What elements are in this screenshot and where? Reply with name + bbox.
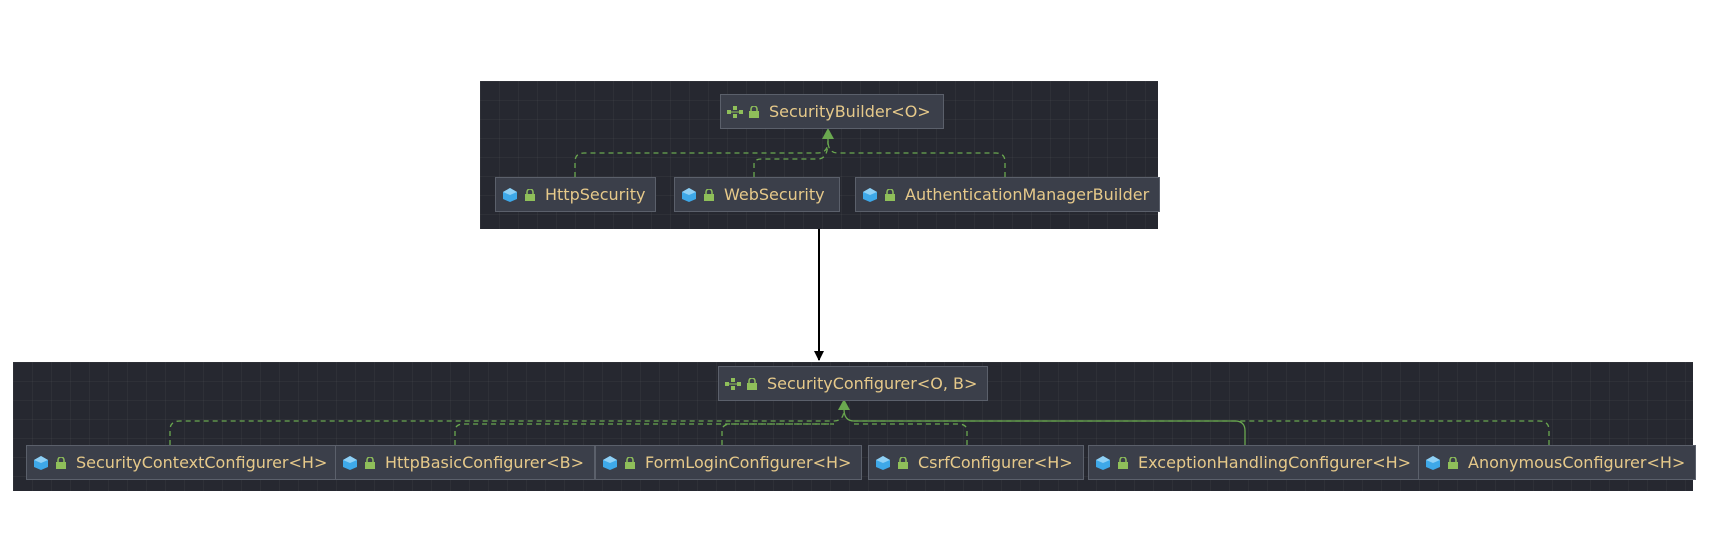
interface-label: SecurityBuilder<O> bbox=[769, 102, 931, 121]
interface-label: SecurityConfigurer<O, B> bbox=[767, 374, 978, 393]
lock-icon bbox=[525, 188, 535, 201]
class-node-httpbasicconfigurer[interactable]: HttpBasicConfigurer<B> bbox=[335, 445, 596, 480]
edge-csrfconfigurer bbox=[854, 423, 968, 445]
class-label: WebSecurity bbox=[724, 185, 825, 204]
class-label: CsrfConfigurer<H> bbox=[918, 453, 1073, 472]
class-node-formloginconfigurer[interactable]: FormLoginConfigurer<H> bbox=[595, 445, 863, 480]
top-inheritance-edges bbox=[574, 128, 1006, 177]
class-node-websecurity[interactable]: WebSecurity bbox=[674, 177, 840, 212]
class-label: AnonymousConfigurer<H> bbox=[1468, 453, 1686, 472]
interface-hierarchy-icon bbox=[725, 377, 741, 390]
lock-icon bbox=[749, 105, 759, 118]
lock-icon bbox=[1118, 456, 1128, 469]
interface-node-securityconfigurer[interactable]: SecurityConfigurer<O, B> bbox=[718, 366, 989, 401]
lock-icon bbox=[898, 456, 908, 469]
interface-hierarchy-icon bbox=[727, 105, 743, 118]
class-node-httpsecurity[interactable]: HttpSecurity bbox=[495, 177, 657, 212]
lock-icon bbox=[747, 377, 757, 390]
class-label: FormLoginConfigurer<H> bbox=[645, 453, 852, 472]
lock-icon bbox=[704, 188, 714, 201]
class-label: SecurityContextConfigurer<H> bbox=[76, 453, 328, 472]
lock-icon bbox=[885, 188, 895, 201]
edge-authmanagerbuilder bbox=[827, 140, 1006, 177]
edge-httpsecurity bbox=[574, 132, 829, 177]
class-label: ExceptionHandlingConfigurer<H> bbox=[1138, 453, 1412, 472]
class-label: AuthenticationManagerBuilder bbox=[905, 185, 1150, 204]
class-cube-icon bbox=[863, 187, 877, 202]
class-node-securitycontextconfigurer[interactable]: SecurityContextConfigurer<H> bbox=[26, 445, 339, 480]
class-label: HttpSecurity bbox=[545, 185, 646, 204]
class-cube-icon bbox=[34, 455, 48, 470]
class-node-authenticationmanagerbuilder[interactable]: AuthenticationManagerBuilder bbox=[855, 177, 1161, 212]
interface-node-securitybuilder[interactable]: SecurityBuilder<O> bbox=[720, 94, 944, 129]
edge-exceptionhandlingconfigurer bbox=[843, 408, 1246, 445]
edge-formloginconfigurer bbox=[721, 423, 834, 445]
class-cube-icon bbox=[876, 455, 890, 470]
class-cube-icon bbox=[1096, 455, 1110, 470]
class-node-anonymousconfigurer[interactable]: AnonymousConfigurer<H> bbox=[1418, 445, 1697, 480]
top-inheritance-arrowhead bbox=[822, 128, 834, 139]
class-node-exceptionhandlingconfigurer[interactable]: ExceptionHandlingConfigurer<H> bbox=[1088, 445, 1423, 480]
edge-anonymousconfigurer bbox=[854, 420, 1550, 445]
edge-httpbasicconfigurer bbox=[454, 423, 834, 445]
bottom-inheritance-arrowhead bbox=[838, 399, 850, 410]
bottom-inheritance-edges bbox=[169, 399, 1550, 445]
class-cube-icon bbox=[682, 187, 696, 202]
class-cube-icon bbox=[503, 187, 517, 202]
class-cube-icon bbox=[343, 455, 357, 470]
class-cube-icon bbox=[1426, 455, 1440, 470]
edge-websecurity bbox=[753, 140, 829, 177]
lock-icon bbox=[56, 456, 66, 469]
lock-icon bbox=[365, 456, 375, 469]
class-cube-icon bbox=[603, 455, 617, 470]
lock-icon bbox=[625, 456, 635, 469]
class-label: HttpBasicConfigurer<B> bbox=[385, 453, 585, 472]
edge-securitycontextconfigurer bbox=[169, 403, 845, 445]
class-node-csrfconfigurer[interactable]: CsrfConfigurer<H> bbox=[868, 445, 1084, 480]
lock-icon bbox=[1448, 456, 1458, 469]
